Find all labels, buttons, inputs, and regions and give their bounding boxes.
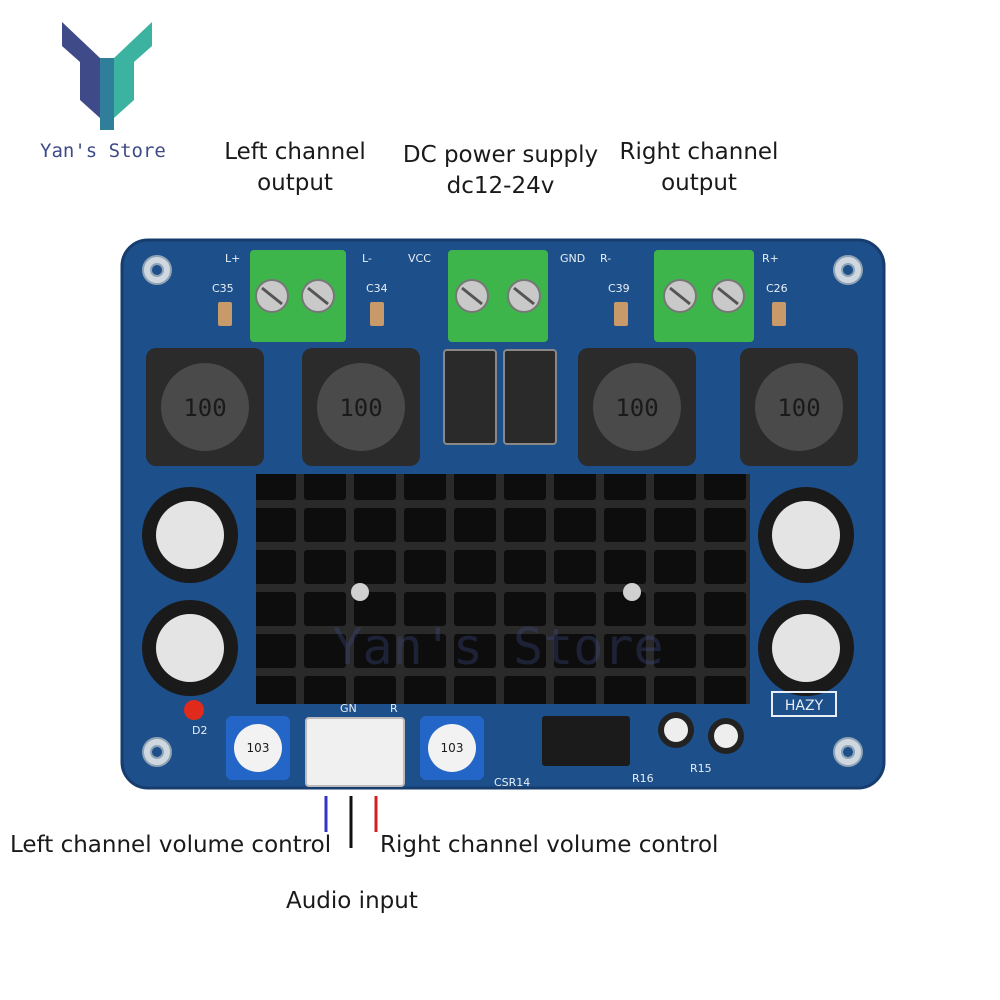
audio-input-label: Audio input: [286, 888, 418, 914]
inductor-label-3: 100: [615, 394, 658, 422]
inductor-label-2: 100: [339, 394, 382, 422]
heatsink-screw: [623, 583, 641, 601]
left-output-line2: output: [257, 170, 333, 196]
silk-c34: C34: [366, 282, 388, 295]
dc-power-line1: DC power supply: [402, 142, 599, 168]
left-output-terminal: [250, 250, 346, 342]
store-watermark: Yan's Store: [332, 618, 663, 676]
audio-input-connector: [305, 717, 405, 787]
right-output-terminal: [654, 250, 754, 342]
silk-c39: C39: [608, 282, 630, 295]
dc-power-label: DC power supply dc12-24v: [398, 140, 603, 202]
left-output-line1: Left channel: [224, 139, 366, 165]
diodes: [443, 349, 557, 445]
silk-r: R: [390, 702, 398, 715]
right-output-label: Right channel output: [614, 137, 784, 199]
pot-label-left: 103: [247, 741, 270, 755]
inductor-label-4: 100: [777, 394, 820, 422]
silk-gnd: GND: [560, 252, 585, 265]
silk-r16: R16: [632, 772, 654, 785]
ic-chip: [542, 716, 630, 766]
silk-r-minus: R-: [600, 252, 611, 265]
inductors: [146, 348, 858, 466]
silk-r-plus: R+: [762, 252, 779, 265]
heatsink-screw: [351, 583, 369, 601]
silk-hazy: HAZY: [785, 698, 824, 714]
silk-l-plus: L+: [225, 252, 240, 265]
right-output-line1: Right channel: [619, 139, 779, 165]
pot-label-right: 103: [441, 741, 464, 755]
store-logo-icon: [62, 22, 152, 130]
smd-capacitors: [218, 302, 786, 326]
silk-c26: C26: [766, 282, 788, 295]
silk-l-minus: L-: [362, 252, 372, 265]
silk-vcc: VCC: [408, 252, 431, 265]
inductor-label-1: 100: [183, 394, 226, 422]
left-volume-pot: [226, 716, 290, 780]
silk-c35: C35: [212, 282, 234, 295]
mounting-holes: [142, 255, 863, 767]
left-volume-label: Left channel volume control: [10, 832, 332, 858]
silk-d2: D2: [192, 724, 207, 737]
electrolytic-capacitors: [142, 487, 854, 754]
silk-csr14: CSR14: [494, 776, 530, 789]
dc-power-line2: dc12-24v: [446, 173, 555, 199]
led-red: [184, 700, 204, 720]
store-name: Yan's Store: [40, 140, 166, 162]
heatsink: [256, 474, 750, 704]
right-volume-pot: [420, 716, 484, 780]
right-volume-label: Right channel volume control: [380, 832, 719, 858]
power-terminal: [448, 250, 548, 342]
left-output-label: Left channel output: [220, 137, 370, 199]
right-output-line2: output: [661, 170, 737, 196]
silk-r15: R15: [690, 762, 712, 775]
silk-gn: GN: [340, 702, 357, 715]
